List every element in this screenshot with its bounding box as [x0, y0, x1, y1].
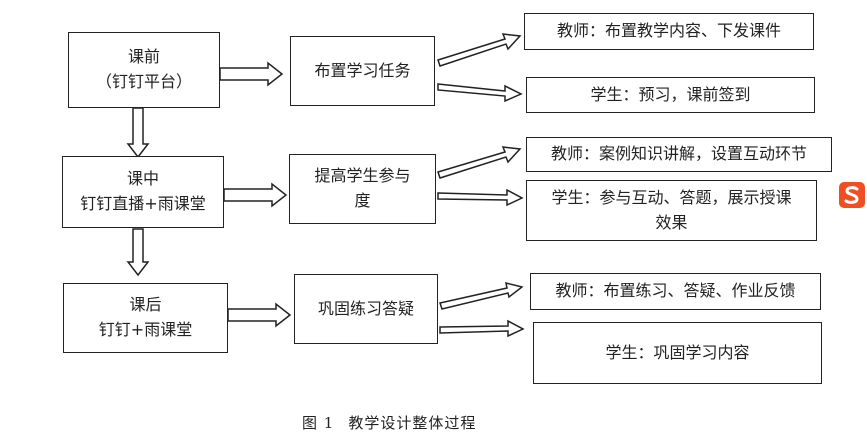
role-text: 学生：参与互动、答题，展示授课	[551, 187, 792, 207]
arrow-task2-to-teacher	[437, 146, 522, 179]
role-box-teacher-post: 教师：布置练习、答疑、作业反馈	[530, 273, 821, 310]
task-label: 提高学生参与	[314, 166, 411, 186]
stage-box-post-class: 课后 钉钉+雨课堂	[63, 283, 228, 353]
role-box-student-in: 学生：参与互动、答题，展示授课 效果	[526, 180, 817, 241]
role-box-student-post: 学生：巩固学习内容	[533, 322, 822, 384]
arrow-stage1-to-task1	[219, 61, 284, 87]
stage-title: 课后	[129, 295, 162, 315]
stage-box-in-class: 课中 钉钉直播+雨课堂	[62, 156, 224, 228]
role-box-student-pre: 学生：预习，课前签到	[526, 77, 815, 113]
figure-number: 图 1	[302, 414, 335, 432]
stage-title: 课中	[126, 169, 159, 189]
role-box-teacher-in: 教师：案例知识讲解，设置互动环节	[526, 137, 832, 172]
role-text: 教师：布置教学内容、下发课件	[556, 21, 781, 41]
arrow-task1-to-teacher	[437, 33, 522, 67]
arrow-stage2-to-stage3	[126, 228, 150, 277]
stage-platform: （钉钉平台）	[95, 72, 192, 91]
stage-title: 课前	[127, 47, 160, 67]
role-text: 教师：布置练习、答疑、作业反馈	[555, 281, 796, 301]
role-text: 教师：案例知识讲解，设置互动环节	[550, 144, 807, 164]
task-label: 巩固练习答疑	[317, 298, 414, 318]
stage-platform: 钉钉+雨课堂	[98, 320, 193, 339]
role-box-teacher-pre: 教师：布置教学内容、下发课件	[524, 13, 814, 50]
arrow-task2-to-student	[437, 188, 524, 207]
sogou-s-logo-icon	[839, 182, 865, 208]
arrow-stage2-to-task2	[223, 182, 288, 208]
stage-platform: 钉钉直播+雨课堂	[80, 194, 206, 213]
role-text-cont: 效果	[655, 212, 688, 232]
arrow-task3-to-teacher	[439, 281, 524, 310]
role-text: 学生：预习，课前签到	[590, 84, 751, 104]
figure-caption: 图 1 教学设计整体过程	[302, 412, 490, 433]
task-label-cont: 度	[354, 191, 371, 210]
figure-title: 教学设计整体过程	[348, 414, 477, 432]
task-box-consolidate: 巩固练习答疑	[294, 274, 438, 344]
arrow-stage3-to-task3	[227, 302, 292, 328]
task-box-engage: 提高学生参与 度	[289, 154, 436, 224]
arrow-stage1-to-stage2	[126, 107, 150, 159]
stage-box-pre-class: 课前 （钉钉平台）	[68, 32, 220, 108]
task-box-assign: 布置学习任务	[290, 36, 435, 106]
role-text: 学生：巩固学习内容	[605, 342, 750, 362]
task-label: 布置学习任务	[314, 60, 411, 80]
arrow-task1-to-student	[437, 83, 523, 103]
arrow-task3-to-student	[439, 319, 525, 338]
